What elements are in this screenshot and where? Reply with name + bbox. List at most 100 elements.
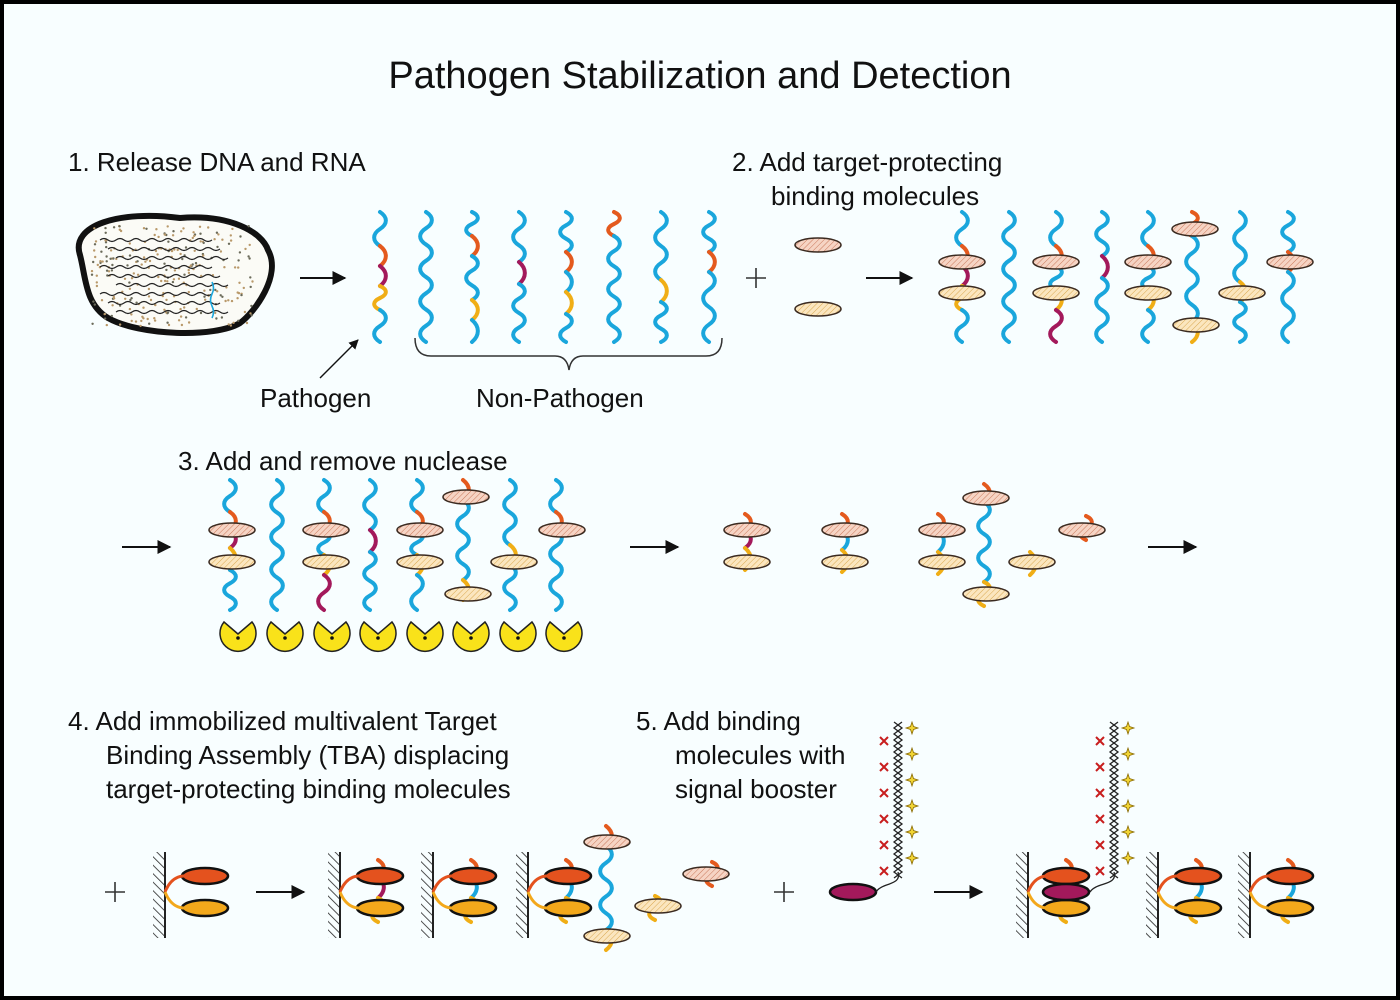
cell-particle	[191, 236, 194, 240]
cell-dna-strand	[99, 264, 213, 270]
red-binder	[208, 522, 256, 538]
cell-particle	[95, 284, 99, 288]
step3-strand-3-seg-0	[362, 478, 378, 532]
cell-particle	[167, 240, 170, 243]
cell-particle	[237, 319, 240, 322]
red-binder	[723, 522, 771, 538]
cell-particle	[233, 266, 237, 269]
cell-particle	[163, 308, 166, 311]
nuclease-eye	[376, 636, 380, 640]
cell-particle	[90, 273, 94, 276]
booster-x-icon	[1095, 814, 1105, 824]
cell-particle	[166, 311, 170, 314]
booster-x-icon	[879, 866, 889, 876]
cell-particle	[128, 307, 132, 311]
step-4-label-line-1: 4. Add immobilized multivalent Target	[68, 706, 497, 736]
cell-particle	[237, 259, 240, 262]
step2-strand-4-seg-4	[1140, 308, 1156, 344]
cell-particle	[93, 243, 97, 246]
tba-linker	[1248, 874, 1281, 893]
booster-star-icon	[1120, 746, 1136, 762]
tba-linker	[526, 874, 559, 893]
cell-particle	[135, 301, 138, 304]
cell-particle	[173, 248, 176, 251]
orange-binder	[490, 554, 538, 570]
cell-particle	[100, 299, 104, 302]
cell-particle	[142, 256, 146, 259]
cell-particle	[216, 245, 219, 249]
step-2-label-line-1: 2. Add target-protecting	[732, 147, 1003, 177]
cell-particle	[112, 226, 116, 229]
cell-particle	[139, 324, 142, 328]
cell-particle	[153, 233, 156, 237]
cell-particle	[160, 279, 163, 283]
step-5-label-line-3: signal booster	[675, 774, 837, 804]
step3-strand-2-seg-4	[316, 573, 332, 612]
cell-particle	[194, 261, 198, 265]
cell-particle	[179, 307, 182, 311]
cell-particle	[189, 264, 193, 267]
cell-particle	[110, 269, 114, 272]
step2-strand-1-seg-0	[1001, 210, 1017, 344]
cell-particle	[105, 269, 109, 272]
red-binder	[938, 254, 986, 270]
cell-particle	[248, 243, 251, 247]
non-pathogen-strand-4-seg-0	[606, 210, 622, 238]
cell-particle	[94, 240, 98, 243]
pathogen-strand-seg-1	[378, 244, 388, 268]
red-binder	[1124, 254, 1172, 270]
surface-icon	[1146, 852, 1158, 938]
cell-particle	[147, 295, 151, 298]
surface-icon	[153, 852, 165, 938]
booster-star-icon	[1120, 798, 1136, 814]
tba-linker	[338, 874, 371, 893]
red-binder	[442, 489, 490, 505]
cell-particle	[195, 307, 198, 311]
cell-particle	[91, 322, 94, 325]
cell-dna-strand	[115, 282, 229, 288]
cell-particle	[249, 312, 252, 315]
booster-star-icon	[904, 824, 920, 840]
cell-particle	[130, 319, 133, 323]
orange-binder	[938, 285, 986, 301]
orange-binder	[1218, 285, 1266, 301]
cell-particle	[132, 272, 135, 275]
cell-particle	[148, 322, 151, 325]
cell-particle	[128, 242, 131, 245]
pathogen-strand-seg-2	[378, 264, 388, 288]
pathogen-label: Pathogen	[260, 383, 372, 413]
non-pathogen-strand-3-seg-0	[558, 210, 574, 254]
cell-dna-strand	[107, 246, 221, 252]
cell-particle	[165, 268, 168, 272]
cell-particle	[93, 303, 97, 306]
orange-binder	[723, 554, 771, 570]
tba-linker	[1248, 891, 1281, 910]
signal-booster-icon	[892, 721, 904, 879]
cell-particle	[207, 226, 210, 229]
non-pathogen-strand-6-seg-2	[701, 270, 717, 344]
cell-particle	[115, 257, 118, 261]
cell-particle	[227, 323, 230, 326]
booster-x-icon	[1095, 788, 1105, 798]
cell-particle	[167, 323, 171, 327]
cell-particle	[147, 287, 151, 291]
cell-particle	[180, 230, 183, 233]
red-binder	[302, 522, 350, 538]
cell-particle	[104, 231, 107, 234]
tba-linker	[431, 874, 464, 893]
cell-particle	[199, 311, 203, 315]
surface-icon	[421, 852, 433, 938]
page-title: Pathogen Stabilization and Detection	[388, 55, 1012, 97]
booster-tail	[1089, 871, 1116, 893]
step2-strand-2-seg-4	[1048, 308, 1064, 344]
released-strand-seg-1	[598, 844, 614, 932]
step3-strand-0-seg-4	[222, 568, 238, 612]
booster-x-icon	[1095, 840, 1105, 850]
non-pathogen-strand-1-seg-1	[470, 234, 480, 258]
cell-particle	[118, 323, 122, 326]
cell-particle	[251, 280, 254, 283]
orange-binder	[821, 554, 869, 570]
cell-particle	[181, 257, 184, 261]
orange-binder	[634, 898, 682, 914]
